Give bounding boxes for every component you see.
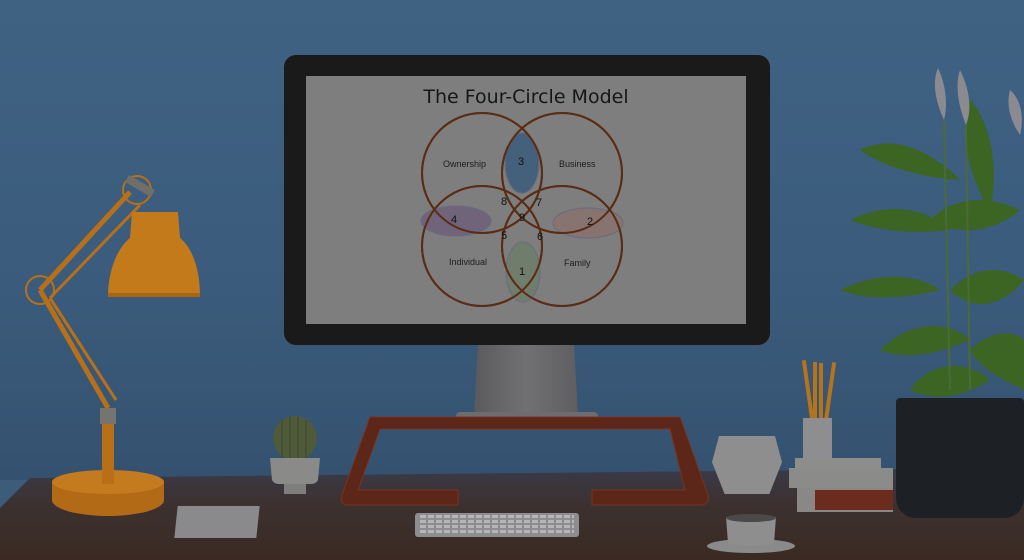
- region-3: [504, 132, 540, 194]
- label-business: Business: [559, 159, 596, 169]
- plant: [840, 68, 1024, 397]
- diagram-title: The Four-Circle Model: [423, 86, 629, 108]
- region-label-6: 6: [537, 231, 544, 243]
- region-label-5: 5: [501, 230, 508, 242]
- monitor: The Four-Circle Model Ownership Business…: [284, 55, 770, 345]
- coffee-cup: [707, 514, 795, 553]
- region-label-9: 9: [519, 212, 526, 224]
- four-circle-venn-diagram: [420, 112, 624, 307]
- cactus-pot: [270, 416, 320, 494]
- desk-lamp: [25, 175, 200, 516]
- region-label-7: 7: [536, 197, 543, 209]
- region-label-3: 3: [518, 156, 525, 168]
- book-stack: [789, 458, 893, 512]
- region-label-8: 8: [501, 196, 508, 208]
- pencil: [819, 363, 823, 423]
- plant-pot: [896, 398, 1024, 518]
- geometric-vase: [712, 436, 782, 494]
- label-ownership: Ownership: [443, 159, 487, 169]
- label-family: Family: [564, 258, 591, 268]
- region-1: [505, 241, 541, 303]
- monitor-stand: [474, 345, 578, 415]
- monitor-riser: [341, 416, 709, 506]
- label-individual: Individual: [449, 257, 488, 267]
- pencil-cup: [803, 418, 832, 462]
- keyboard: [415, 513, 579, 537]
- region-label-1: 1: [519, 266, 526, 278]
- monitor-screen: The Four-Circle Model Ownership Business…: [306, 76, 746, 324]
- region-label-2: 2: [587, 216, 594, 228]
- region-label-4: 4: [451, 214, 458, 226]
- pencil: [813, 362, 817, 422]
